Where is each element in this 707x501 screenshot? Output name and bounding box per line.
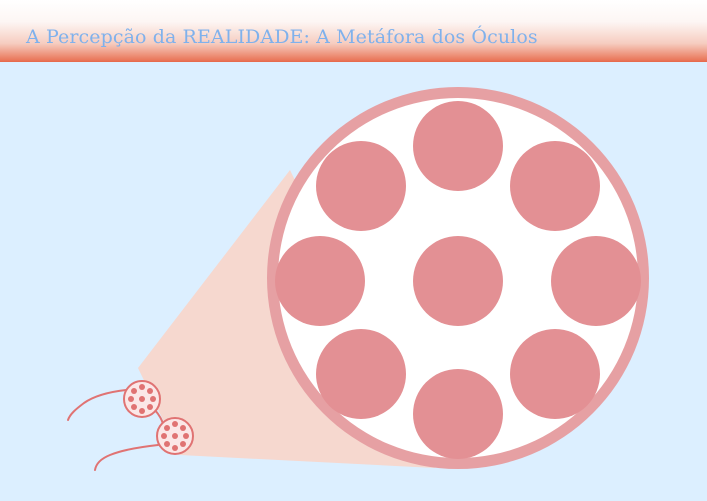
magnified-lens — [267, 87, 649, 469]
small-lens-right — [156, 417, 194, 455]
lens-dot — [551, 236, 641, 326]
lens-dot — [413, 369, 503, 459]
lens-dot — [275, 236, 365, 326]
lens-dot — [316, 329, 406, 419]
glasses-temple-arm — [94, 444, 159, 471]
lens-dot — [316, 141, 406, 231]
page-title: A Percepção da REALIDADE: A Metáfora dos… — [26, 26, 538, 48]
lens-dot — [413, 236, 503, 326]
lens-dot — [510, 141, 600, 231]
title-banner: A Percepção da REALIDADE: A Metáfora dos… — [0, 0, 707, 62]
lens-dot — [413, 101, 503, 191]
small-glasses — [67, 380, 194, 471]
lens-dot — [510, 329, 600, 419]
glasses-temple-arm — [67, 389, 127, 421]
glasses-metaphor-illustration — [67, 87, 649, 471]
small-lens-left — [123, 380, 161, 418]
